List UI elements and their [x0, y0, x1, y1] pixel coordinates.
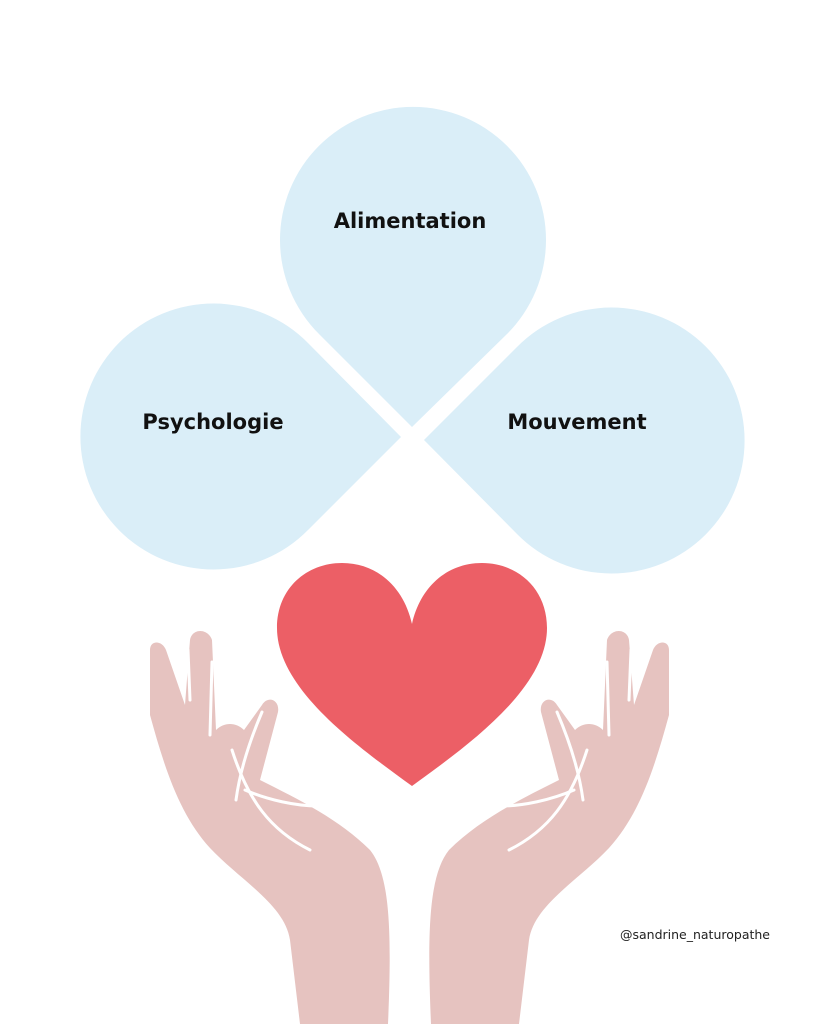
petal-psychologie: Psychologie — [80, 303, 402, 570]
petal-mouvement-shape — [424, 307, 745, 574]
credit-handle: @sandrine_naturopathe — [620, 927, 770, 942]
heart-icon — [277, 563, 547, 786]
petal-psychologie-shape — [80, 303, 402, 570]
right-hand-icon — [429, 631, 669, 1024]
petal-alimentation-shape — [280, 106, 546, 427]
petal-alimentation-label: Alimentation — [334, 209, 487, 233]
petal-psychologie-label: Psychologie — [142, 410, 283, 434]
petal-mouvement: Mouvement — [424, 307, 745, 574]
petal-alimentation: Alimentation — [280, 106, 546, 427]
petal-mouvement-label: Mouvement — [507, 410, 646, 434]
left-hand-icon — [150, 631, 390, 1024]
hands-icon — [150, 631, 669, 1024]
